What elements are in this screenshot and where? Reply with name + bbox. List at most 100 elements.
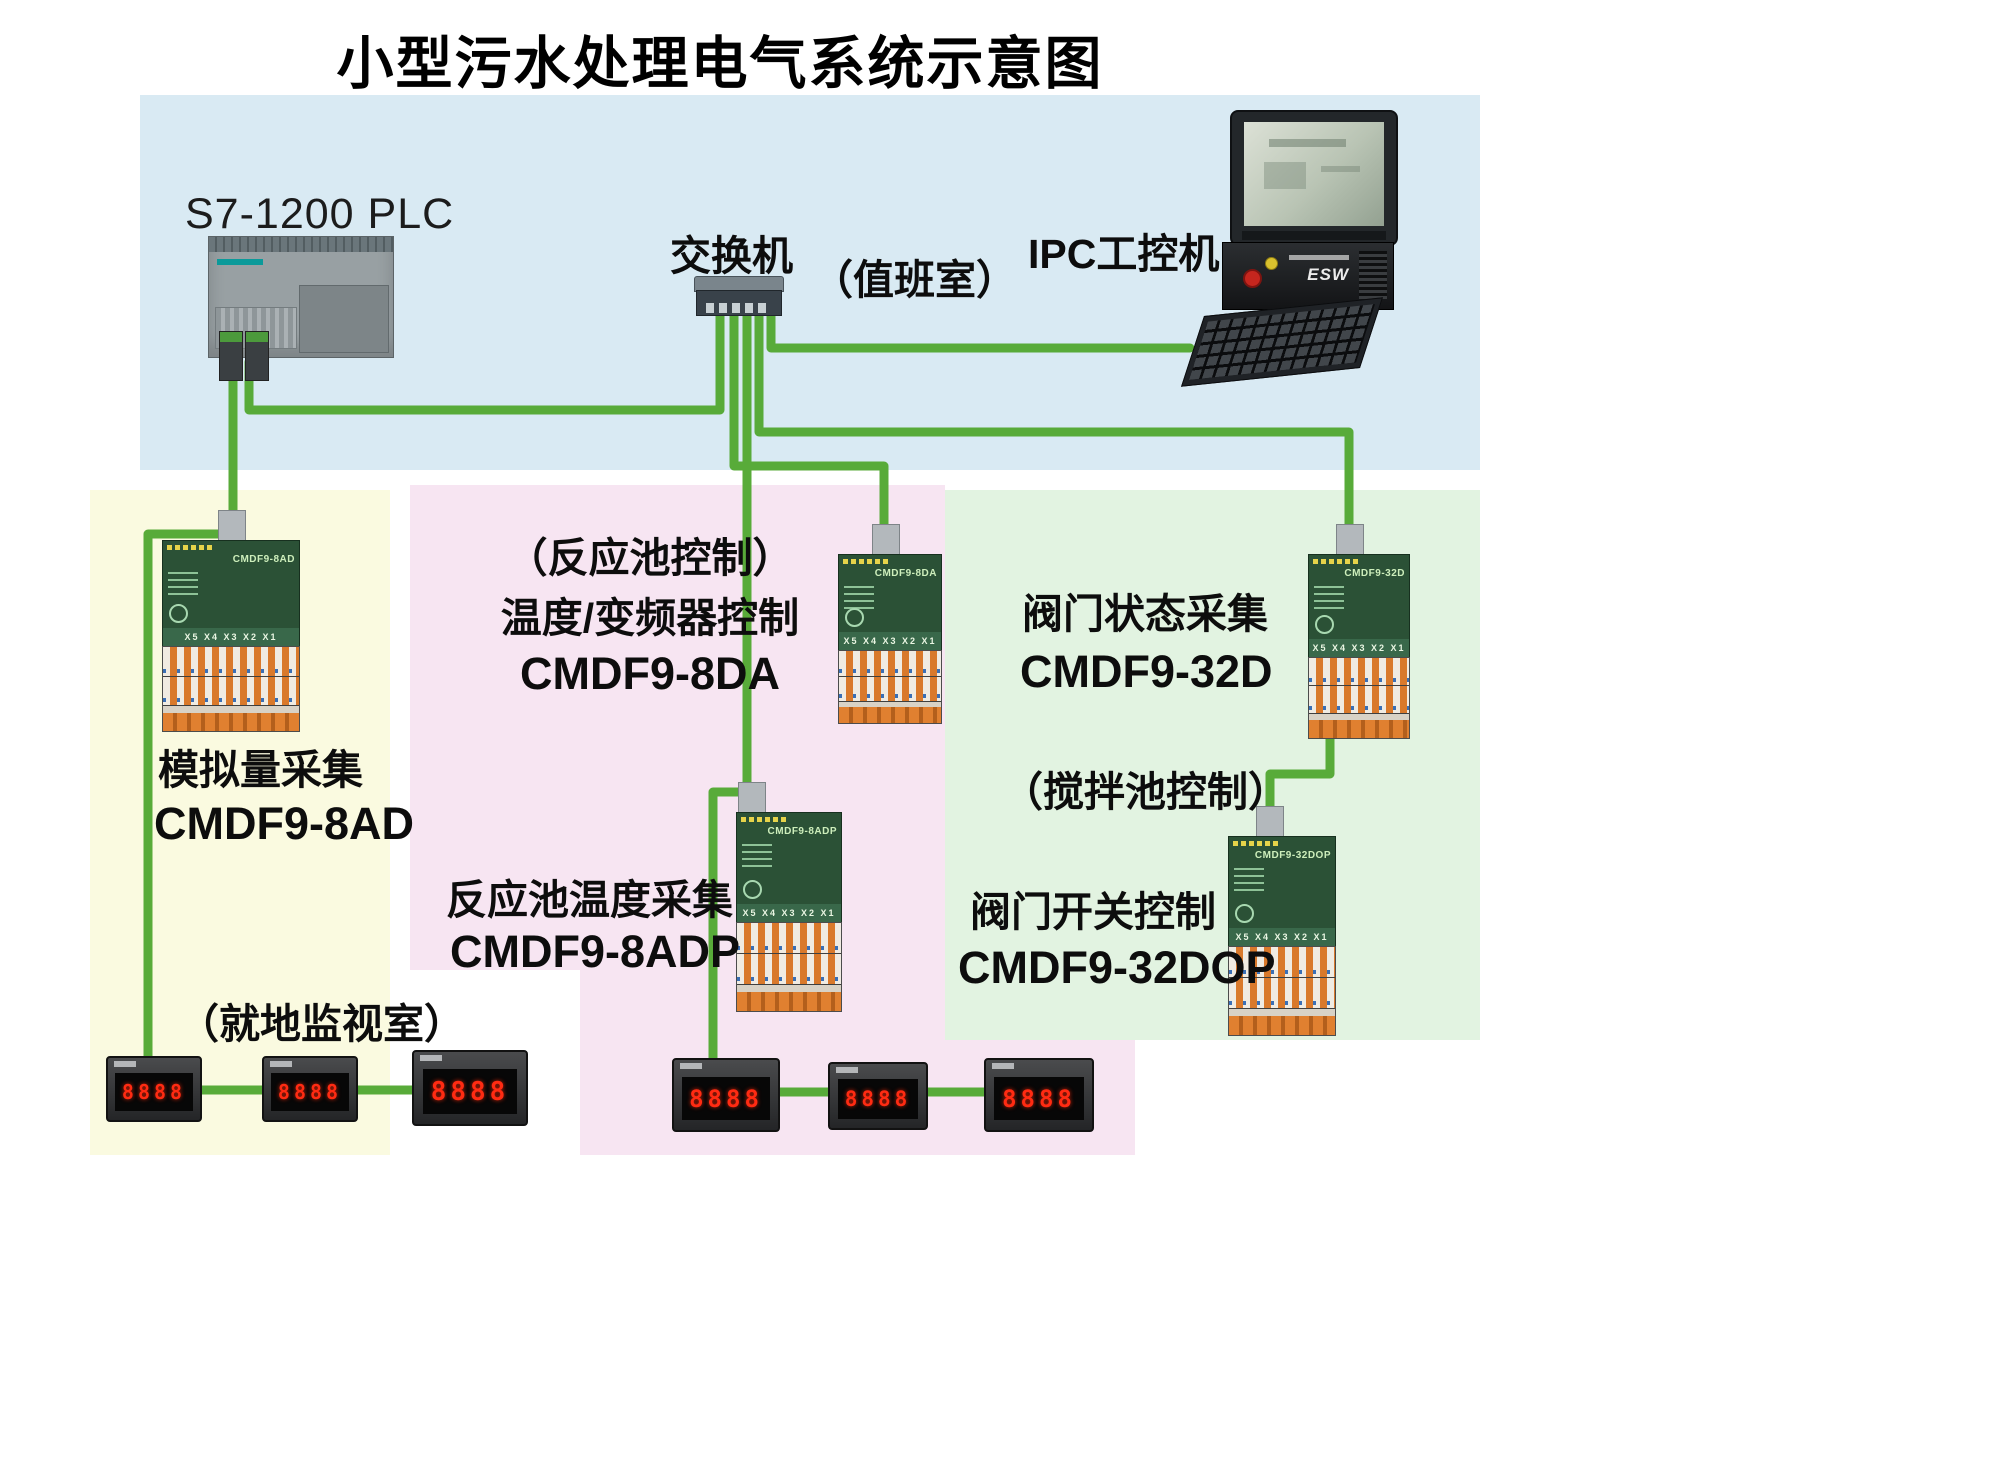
- io-module-cmdf9-32d: CMDF9-32D X5 X4 X3 X2 X1: [1308, 524, 1410, 739]
- panel-meter: 8888: [262, 1056, 358, 1122]
- module-terminals: [162, 646, 300, 732]
- meter-display: 8888: [994, 1076, 1084, 1121]
- cmd-logo: [845, 608, 864, 628]
- screen-content-block: [1321, 165, 1361, 172]
- module-face: CMDF9-32D: [1308, 554, 1410, 642]
- terminal-clamps: [163, 712, 299, 731]
- diagram-title: 小型污水处理电气系统示意图: [336, 32, 1104, 96]
- ipc-monitor: [1230, 110, 1398, 246]
- cmdf9-8ad-label: CMDF9-8AD: [154, 798, 415, 849]
- cmd-logo: [1315, 615, 1334, 635]
- cmd-logo: [1235, 904, 1254, 923]
- analog-acq-label: 模拟量采集: [158, 747, 363, 793]
- terminal-row: [737, 923, 841, 954]
- plc-profinet-connector: [219, 331, 243, 381]
- io-module-cmdf9-32dop: CMDF9-32DOP X5 X4 X3 X2 X1: [1228, 806, 1336, 1036]
- meter-brand-tag: [114, 1061, 136, 1067]
- meter-brand-tag: [270, 1061, 292, 1067]
- io-module-cmdf9-8adp: CMDF9-8ADP X5 X4 X3 X2 X1: [736, 782, 842, 1012]
- terminal-row: [1309, 686, 1409, 715]
- switch-label: 交换机: [670, 233, 793, 279]
- screen-content-block: [1269, 138, 1347, 147]
- plc-brand-mark: [217, 259, 263, 265]
- module-led-block: [1314, 583, 1344, 609]
- io-module-cmdf9-8ad: CMDF9-8AD X5 X4 X3 X2 X1: [162, 510, 300, 732]
- terminal-clamps: [839, 707, 941, 723]
- plc-front-door: [299, 285, 389, 353]
- module-ports-label: X5 X4 X3 X2 X1: [1308, 639, 1410, 658]
- screen-content-block: [1263, 161, 1306, 189]
- duty-room-label: （值班室）: [812, 257, 1017, 303]
- terminal-row: [1229, 977, 1335, 1009]
- module-ports-label: X5 X4 X3 X2 X1: [162, 628, 300, 647]
- terminal-clamps: [737, 991, 841, 1011]
- terminal-clamps: [1229, 1015, 1335, 1035]
- panel-meter: 8888: [828, 1062, 928, 1130]
- terminal-row: [1229, 947, 1335, 978]
- terminal-row: [1309, 658, 1409, 687]
- terminal-row: [163, 647, 299, 677]
- meter-display: 8888: [837, 1079, 919, 1120]
- switch-ports: [706, 303, 770, 313]
- meter-brand-tag: [992, 1063, 1014, 1069]
- ipc-screen: [1244, 122, 1384, 226]
- module-brand-mark: [1233, 841, 1279, 846]
- module-face: CMDF9-8ADP: [736, 812, 842, 906]
- plc-s7-1200: [208, 236, 394, 381]
- meter-display: 8888: [682, 1076, 770, 1121]
- module-brand-mark: [167, 545, 213, 550]
- chassis-fine-print: [1289, 255, 1349, 260]
- panel-meter: 8888: [106, 1056, 202, 1122]
- meter-display: 8888: [422, 1069, 518, 1114]
- module-face-label: CMDF9-8AD: [232, 554, 295, 565]
- module-brand-mark: [741, 817, 787, 822]
- meter-display: 8888: [271, 1072, 349, 1112]
- meter-display: 8888: [115, 1072, 193, 1112]
- meter-brand-tag: [680, 1063, 702, 1069]
- reactor-temp-acq-label: 反应池温度采集: [446, 877, 733, 923]
- module-brand-mark: [1313, 559, 1359, 564]
- module-face-label: CMDF9-8DA: [874, 568, 937, 579]
- terminal-clamps: [1309, 720, 1409, 738]
- monitor-chin: [1242, 231, 1386, 240]
- module-face-label: CMDF9-32DOP: [1254, 850, 1331, 861]
- temp-vfd-label: 温度/变频器控制: [500, 595, 800, 641]
- ipc-chassis: ESW: [1222, 242, 1394, 310]
- module-terminals: [1228, 946, 1336, 1036]
- ipc-label: IPC工控机: [1028, 231, 1220, 277]
- module-face: CMDF9-32DOP: [1228, 836, 1336, 930]
- terminal-row: [839, 651, 941, 677]
- cmdf9-8da-label: CMDF9-8DA: [519, 648, 780, 699]
- module-brand-mark: [843, 559, 889, 564]
- module-terminals: [838, 650, 942, 724]
- terminal-row: [839, 676, 941, 702]
- module-face: CMDF9-8AD: [162, 540, 300, 631]
- module-ports-label: X5 X4 X3 X2 X1: [1228, 928, 1336, 946]
- terminal-row: [737, 953, 841, 985]
- chassis-vents: [1359, 251, 1387, 299]
- cmd-logo: [169, 604, 188, 624]
- reactor-ctrl-label: （反应池控制）: [506, 535, 794, 581]
- ethernet-switch: [694, 276, 784, 316]
- module-ports-label: X5 X4 X3 X2 X1: [838, 632, 942, 651]
- module-led-block: [844, 583, 874, 609]
- panel-meter: 8888: [984, 1058, 1094, 1132]
- io-module-cmdf9-8da: CMDF9-8DA X5 X4 X3 X2 X1: [838, 524, 942, 724]
- meter-brand-tag: [836, 1067, 858, 1073]
- cmd-logo: [743, 880, 762, 899]
- cmdf9-32d-label: CMDF9-32D: [1020, 646, 1273, 697]
- module-ports-label: X5 X4 X3 X2 X1: [736, 904, 842, 922]
- mixing-tank-label: （搅拌池控制）: [1002, 769, 1289, 815]
- module-terminals: [1308, 657, 1410, 739]
- plc-profinet-connector: [245, 331, 269, 381]
- module-face-label: CMDF9-32D: [1344, 568, 1405, 579]
- plc-label: S7-1200 PLC: [185, 190, 455, 238]
- cmdf9-8adp-label: CMDF9-8ADP: [450, 926, 741, 977]
- power-button: [1265, 257, 1278, 270]
- module-led-block: [1234, 865, 1264, 891]
- module-face-label: CMDF9-8ADP: [767, 826, 837, 837]
- cmdf9-32dop-label: CMDF9-32DOP: [958, 942, 1276, 993]
- chassis-brand-label: ESW: [1307, 265, 1349, 284]
- local-monitor-room-label: （就地监视室）: [178, 1001, 465, 1047]
